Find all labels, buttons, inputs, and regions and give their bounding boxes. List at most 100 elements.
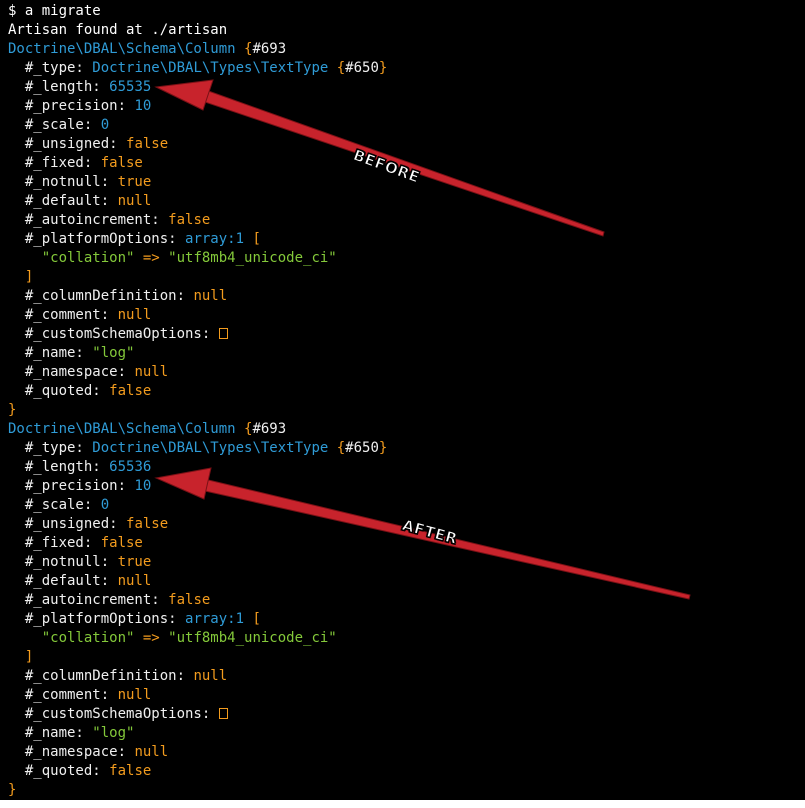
collation-row: "collation" => "utf8mb4_unicode_ci"	[8, 249, 337, 268]
platform-options-row: #_platformOptions: array:1 [	[8, 230, 261, 249]
default-row: #_default: null	[8, 192, 151, 211]
empty-array-icon	[218, 708, 228, 719]
collation-key: "collation"	[8, 250, 135, 266]
type-key: #_type:	[8, 440, 93, 456]
comment-row: #_comment: null	[8, 306, 151, 325]
autoincrement-value: false	[168, 592, 211, 608]
notnull-key: #_notnull:	[8, 554, 118, 570]
default-key: #_default:	[8, 573, 118, 589]
platform-close: ]	[8, 269, 34, 285]
platform-value: array:1	[185, 231, 245, 247]
precision-key: #_precision:	[8, 98, 135, 114]
precision-key: #_precision:	[8, 478, 135, 494]
fixed-value: false	[100, 155, 143, 171]
fixed-key: #_fixed:	[8, 155, 101, 171]
platform-options-row: #_platformOptions: array:1 [	[8, 610, 261, 629]
unsigned-value: false	[126, 136, 169, 152]
unsigned-row: #_unsigned: false	[8, 515, 168, 534]
columndef-value: null	[193, 668, 228, 684]
autoincrement-row: #_autoincrement: false	[8, 211, 210, 230]
precision-row: #_precision: 10	[8, 477, 151, 496]
close-brace: }	[8, 782, 17, 798]
collation-value: "utf8mb4_unicode_ci"	[168, 250, 337, 266]
type-close: }	[378, 60, 388, 76]
namespace-row: #_namespace: null	[8, 363, 168, 382]
default-value: null	[117, 573, 152, 589]
custom-schema-options-row: #_customSchemaOptions:	[8, 325, 228, 344]
type-open: {	[328, 440, 346, 456]
type-id: #650	[345, 60, 379, 76]
name-row: #_name: "log"	[8, 344, 135, 363]
type-id: #650	[345, 440, 379, 456]
open-brace: {	[235, 41, 253, 57]
length-row: #_length: 65536	[8, 458, 151, 477]
empty-array-icon	[218, 328, 228, 339]
length-value: 65535	[109, 79, 152, 95]
custom-key: #_customSchemaOptions:	[8, 706, 219, 722]
quoted-row: #_quoted: false	[8, 382, 151, 401]
collation-row: "collation" => "utf8mb4_unicode_ci"	[8, 629, 337, 648]
length-value: 65536	[109, 459, 152, 475]
close-brace-row: }	[8, 781, 16, 800]
type-key: #_type:	[8, 60, 93, 76]
name-row: #_name: "log"	[8, 724, 135, 743]
unsigned-row: #_unsigned: false	[8, 135, 168, 154]
autoincrement-row: #_autoincrement: false	[8, 591, 210, 610]
quoted-value: false	[109, 763, 152, 779]
collation-arrow: =>	[134, 630, 169, 646]
platform-key: #_platformOptions:	[8, 611, 186, 627]
namespace-value: null	[134, 364, 169, 380]
quoted-key: #_quoted:	[8, 763, 110, 779]
comment-key: #_comment:	[8, 307, 118, 323]
length-key: #_length:	[8, 79, 110, 95]
class-name: Doctrine\DBAL\Schema\Column	[8, 421, 236, 437]
type-close: }	[378, 440, 388, 456]
custom-schema-options-row: #_customSchemaOptions:	[8, 705, 228, 724]
length-key: #_length:	[8, 459, 110, 475]
class-header: Doctrine\DBAL\Schema\Column {#693	[8, 420, 286, 439]
fixed-row: #_fixed: false	[8, 534, 143, 553]
object-id: #693	[252, 421, 287, 437]
notnull-value: true	[117, 174, 152, 190]
autoincrement-key: #_autoincrement:	[8, 592, 169, 608]
platform-key: #_platformOptions:	[8, 231, 186, 247]
notnull-row: #_notnull: true	[8, 553, 151, 572]
namespace-value: null	[134, 744, 169, 760]
quoted-row: #_quoted: false	[8, 762, 151, 781]
scale-key: #_scale:	[8, 497, 101, 513]
scale-value: 0	[100, 497, 110, 513]
notnull-value: true	[117, 554, 152, 570]
quoted-key: #_quoted:	[8, 383, 110, 399]
platform-open: [	[244, 231, 261, 247]
name-value: "log"	[92, 725, 135, 741]
custom-key: #_customSchemaOptions:	[8, 326, 219, 342]
object-id: #693	[252, 41, 287, 57]
autoincrement-key: #_autoincrement:	[8, 212, 169, 228]
unsigned-key: #_unsigned:	[8, 136, 127, 152]
unsigned-value: false	[126, 516, 169, 532]
platform-value: array:1	[185, 611, 245, 627]
namespace-key: #_namespace:	[8, 744, 135, 760]
type-value: Doctrine\DBAL\Types\TextType	[92, 440, 329, 456]
platform-open: [	[244, 611, 261, 627]
precision-value: 10	[134, 478, 152, 494]
class-name: Doctrine\DBAL\Schema\Column	[8, 41, 236, 57]
notnull-key: #_notnull:	[8, 174, 118, 190]
columndef-key: #_columnDefinition:	[8, 668, 194, 684]
scale-row: #_scale: 0	[8, 496, 109, 515]
platform-close: ]	[8, 649, 34, 665]
notnull-row: #_notnull: true	[8, 173, 151, 192]
collation-key: "collation"	[8, 630, 135, 646]
namespace-row: #_namespace: null	[8, 743, 168, 762]
column-definition-row: #_columnDefinition: null	[8, 667, 227, 686]
type-value: Doctrine\DBAL\Types\TextType	[92, 60, 329, 76]
name-key: #_name:	[8, 725, 93, 741]
close-brace: }	[8, 402, 17, 418]
length-row: #_length: 65535	[8, 78, 151, 97]
name-value: "log"	[92, 345, 135, 361]
columndef-value: null	[193, 288, 228, 304]
default-row: #_default: null	[8, 572, 151, 591]
columndef-key: #_columnDefinition:	[8, 288, 194, 304]
platform-close-row: ]	[8, 648, 33, 667]
